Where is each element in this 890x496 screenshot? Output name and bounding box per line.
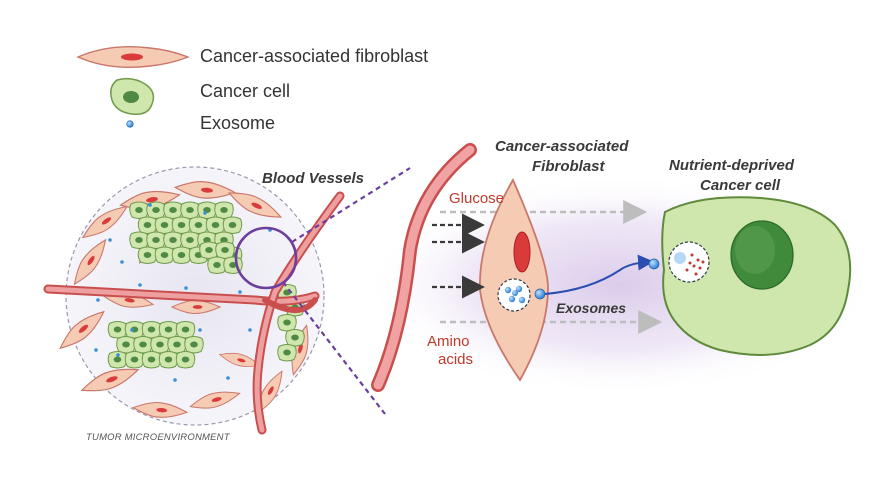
tumor-cancer-cell — [215, 241, 235, 259]
tumor-fibroblast — [131, 401, 189, 418]
tumor-microenvironment — [43, 166, 411, 435]
tumor-exosome — [108, 238, 112, 242]
amino-label-line2: acids — [438, 351, 474, 368]
tumor-exosome — [248, 328, 252, 332]
tumor-exosome — [226, 376, 230, 380]
tumor-cancer-cell — [133, 336, 153, 354]
tumor-exosome — [184, 286, 188, 290]
tumor-cancer-cell — [171, 246, 192, 264]
tumor-cancer-cell — [180, 231, 200, 249]
tumor-cancer-cell — [205, 216, 226, 234]
tumor-cancer-cell — [124, 351, 145, 369]
tumor-cancer-cells — [107, 201, 305, 369]
tumor-cancer-cell — [171, 216, 192, 234]
tumor-exosome — [96, 298, 100, 302]
exosome-arrow — [544, 254, 654, 295]
tumor-cancer-cell — [175, 321, 196, 339]
tumor-cancer-cell — [167, 336, 187, 354]
caf-title-line2: Fibroblast — [532, 158, 605, 175]
cargo-dots — [685, 253, 705, 276]
tumor-cancer-cell — [175, 351, 196, 369]
tumor-exosome — [238, 290, 242, 294]
tumor-caption: TUMOR MICROENVIRONMENT — [86, 432, 230, 443]
tumor-cancer-cell — [277, 344, 297, 362]
tumor-cancer-cell — [158, 351, 179, 369]
tumor-fibroblast — [257, 370, 283, 414]
tumor-exosome — [94, 348, 98, 352]
tumor-cancer-cell — [214, 201, 234, 219]
tumor-cancer-cell — [141, 351, 162, 369]
tumor-exosome — [116, 353, 120, 357]
blood-vessels-label: Blood Vessels — [262, 170, 364, 187]
zoom-line-bottom — [282, 281, 386, 415]
tumor-exosome — [198, 328, 202, 332]
zoom-detail — [365, 143, 875, 395]
cargo-dot — [701, 260, 705, 264]
tumor-cancer-cell — [180, 201, 200, 219]
tumor-cancer-cell — [197, 201, 217, 219]
vessel-wall — [371, 143, 477, 392]
tumor-cancer-cell — [116, 336, 136, 354]
tumor-exosome — [203, 211, 207, 215]
tumor-fibroblast — [73, 238, 107, 286]
blood-vessels — [43, 191, 345, 435]
tumor-exosome — [138, 283, 142, 287]
tumor-cancer-cell — [107, 351, 128, 369]
tumor-cancer-cell — [137, 246, 158, 264]
tumor-cancer-cell — [188, 216, 209, 234]
nutrient-title-line1: Nutrient-deprived — [669, 157, 795, 174]
tumor-cancer-cell — [154, 216, 175, 234]
legend-label-fibroblast: Cancer-associated fibroblast — [200, 46, 429, 66]
tumor-cancer-cell — [124, 321, 145, 339]
exosome-icon — [126, 120, 134, 128]
tumor-fibroblasts — [59, 181, 309, 418]
cargo-dot — [692, 264, 696, 268]
tumor-cancer-cell — [207, 256, 227, 274]
tumor-fibroblast — [80, 368, 140, 392]
legend-label-exosome: Exosome — [200, 113, 276, 133]
nutrient-deprived-cancer-cell — [661, 196, 852, 356]
tumor-fibroblast — [227, 192, 283, 218]
caf-cell — [479, 178, 549, 382]
tumor-exosomes — [94, 203, 272, 382]
tumor-cancer-cell — [129, 231, 149, 249]
tumor-cancer-cell — [150, 336, 170, 354]
amino-label-line1: Amino — [427, 333, 470, 350]
cargo-dot — [690, 253, 694, 257]
tumor-cancer-cell — [285, 329, 305, 347]
cargo-dot — [696, 258, 700, 262]
tumor-cancer-cell — [163, 201, 183, 219]
caf-title-line1: Cancer-associated — [495, 138, 629, 155]
fibroblast-icon — [76, 46, 190, 68]
cargo-dot — [698, 266, 702, 270]
glucose-label: Glucose — [449, 190, 505, 207]
exosomes-label: Exosomes — [556, 300, 627, 316]
tumor-cancer-cell — [129, 201, 149, 219]
tumor-cancer-cell — [107, 321, 128, 339]
tumor-fibroblast — [189, 391, 241, 409]
nutrient-title-line2: Cancer cell — [700, 177, 781, 194]
cargo-dot — [694, 272, 698, 276]
cargo-dot — [688, 261, 692, 265]
tumor-cancer-cell — [222, 216, 243, 234]
zoom-circle — [234, 226, 298, 290]
tumor-cancer-cell — [146, 231, 166, 249]
tumor-fibroblast — [59, 310, 105, 350]
tumor-exosome — [173, 378, 177, 382]
tumor-cancer-cell — [141, 321, 162, 339]
tumor-cancer-cell — [277, 314, 297, 332]
tumor-cancer-cell — [158, 321, 179, 339]
tumor-exosome — [120, 260, 124, 264]
cancer-cell-icon — [110, 77, 155, 116]
tumor-cancer-cell — [184, 336, 204, 354]
tumor-exosome — [148, 203, 152, 207]
legend — [76, 46, 190, 128]
tumor-cancer-cell — [154, 246, 175, 264]
cargo-dot — [685, 268, 689, 272]
tumor-cancer-cell — [137, 216, 158, 234]
legend-label-cancer-cell: Cancer cell — [200, 81, 291, 101]
tumor-exosome — [130, 328, 134, 332]
tumor-cancer-cell — [163, 231, 183, 249]
